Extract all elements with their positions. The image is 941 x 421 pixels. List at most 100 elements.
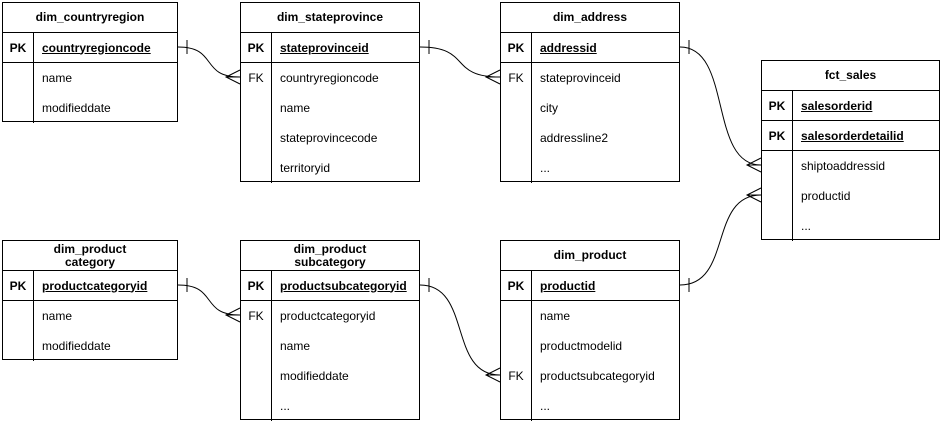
table-row: city (501, 93, 679, 123)
relation-dim_productcategory-to-dim_productsubcategory[interactable] (177, 278, 241, 323)
cardinality-many-crowsfoot (224, 307, 241, 323)
row-key-badge: PK (501, 33, 532, 62)
table-row: ... (501, 391, 679, 421)
relation-curve (419, 46, 501, 78)
row-key-badge: FK (241, 301, 272, 331)
row-key-badge: PK (241, 271, 272, 300)
table-row: name (3, 301, 177, 331)
table-row: name (501, 301, 679, 331)
table-title-dim_countryregion: dim_countryregion (3, 3, 177, 33)
row-key-badge (241, 123, 272, 153)
row-key-badge (501, 153, 532, 183)
table-title-dim_stateprovince: dim_stateprovince (241, 3, 419, 33)
relation-dim_product-to-fct_sales[interactable] (679, 187, 762, 292)
row-key-badge (241, 391, 272, 421)
relation-dim_stateprovince-to-dim_address[interactable] (419, 40, 501, 85)
row-field-name: ... (801, 219, 812, 233)
row-field-name: name (280, 339, 311, 353)
row-field-name: productcategoryid (42, 278, 148, 293)
relation-curve (419, 284, 501, 376)
table-row: name (241, 331, 419, 361)
row-key-badge: PK (3, 271, 34, 300)
row-key-badge: FK (501, 63, 532, 93)
row-field-name: ... (280, 399, 291, 413)
row-field-name: productsubcategoryid (540, 369, 655, 383)
row-key-badge: FK (501, 361, 532, 391)
row-field-name: ... (540, 399, 551, 413)
row-field-name: shiptoaddressid (801, 159, 886, 173)
row-field-name: stateprovincecode (280, 131, 378, 145)
row-key-badge (3, 63, 34, 93)
table-row: PK productsubcategoryid (241, 271, 419, 301)
row-field-name: salesorderdetailid (801, 128, 904, 143)
table-row: FK productsubcategoryid (501, 361, 679, 391)
row-key-badge (3, 93, 34, 123)
row-key-badge (241, 153, 272, 183)
row-key-badge (3, 331, 34, 361)
cardinality-many-crowsfoot (745, 157, 762, 173)
row-field-name: city (540, 101, 558, 115)
row-field-name: territoryid (280, 161, 331, 175)
row-field-name: name (540, 309, 571, 323)
table-title-dim_address: dim_address (501, 3, 679, 33)
table-row: FK productcategoryid (241, 301, 419, 331)
table-row: modifieddate (241, 361, 419, 391)
table-row: PK addressid (501, 33, 679, 63)
row-field-name: modifieddate (280, 369, 349, 383)
relation-curve (177, 46, 241, 78)
table-row: PK productcategoryid (3, 271, 177, 301)
row-field-name: productmodelid (540, 339, 623, 353)
row-field-name: name (42, 309, 73, 323)
row-field-name: stateprovinceid (540, 71, 621, 85)
table-row: territoryid (241, 153, 419, 183)
row-field-name: ... (540, 161, 551, 175)
table-row: FK countryregioncode (241, 63, 419, 93)
row-key-badge (241, 93, 272, 123)
row-key-badge: PK (3, 33, 34, 62)
table-row: PK countryregioncode (3, 33, 177, 63)
table-row: shiptoaddressid (762, 151, 939, 181)
table-row: productid (762, 181, 939, 211)
row-field-name: productid (540, 278, 596, 293)
row-field-name: productid (801, 189, 851, 203)
relation-curve (177, 284, 241, 316)
cardinality-many-crowsfoot (224, 69, 241, 85)
row-field-name: countryregioncode (280, 71, 379, 85)
row-field-name: modifieddate (42, 339, 111, 353)
row-key-badge (501, 391, 532, 421)
table-row: ... (241, 391, 419, 421)
relation-dim_countryregion-to-dim_stateprovince[interactable] (177, 40, 241, 85)
row-field-name: productsubcategoryid (280, 278, 407, 293)
row-field-name: salesorderid (801, 98, 873, 113)
row-field-name: modifieddate (42, 101, 111, 115)
cardinality-many-crowsfoot (745, 187, 762, 203)
table-row: ... (501, 153, 679, 183)
row-field-name: productcategoryid (280, 309, 376, 323)
row-key-badge: PK (762, 121, 793, 150)
row-key-badge (762, 151, 793, 181)
relation-curve (679, 194, 762, 286)
cardinality-many-crowsfoot (484, 367, 501, 383)
row-key-badge: FK (241, 63, 272, 93)
relation-dim_productsubcategory-to-dim_product[interactable] (419, 278, 501, 383)
row-field-name: addressid (540, 40, 597, 55)
row-field-name: countryregioncode (42, 40, 151, 55)
table-row: ... (762, 211, 939, 241)
row-key-badge (241, 361, 272, 391)
relation-dim_address-to-fct_sales[interactable] (679, 40, 762, 173)
table-row: modifieddate (3, 331, 177, 361)
row-field-name: name (280, 101, 311, 115)
table-row: productmodelid (501, 331, 679, 361)
row-key-badge (501, 331, 532, 361)
